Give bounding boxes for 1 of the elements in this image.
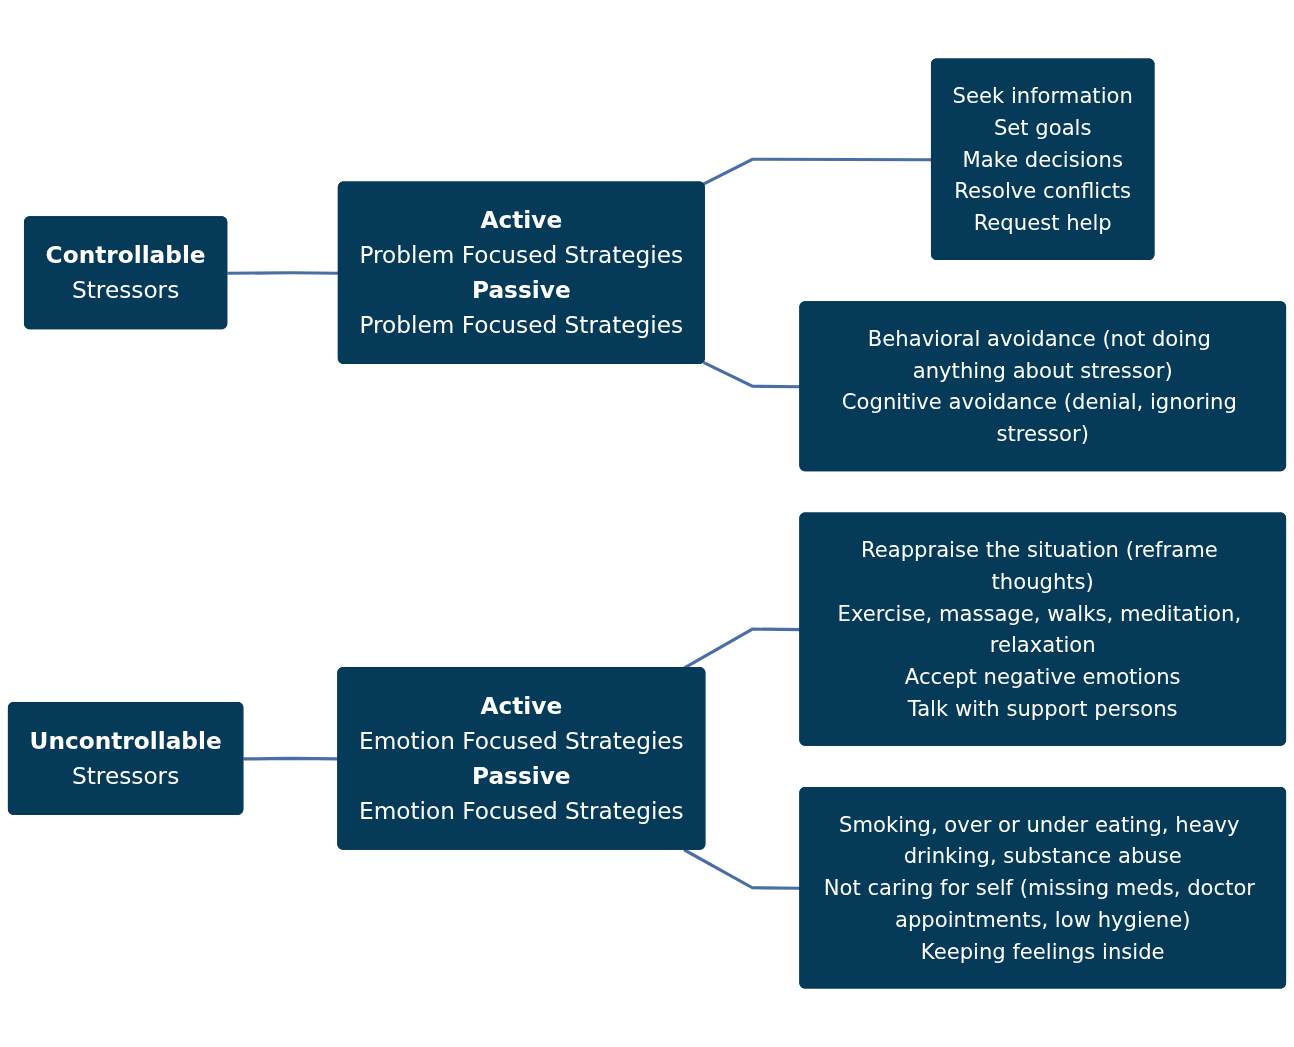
- connector: [227, 271, 339, 275]
